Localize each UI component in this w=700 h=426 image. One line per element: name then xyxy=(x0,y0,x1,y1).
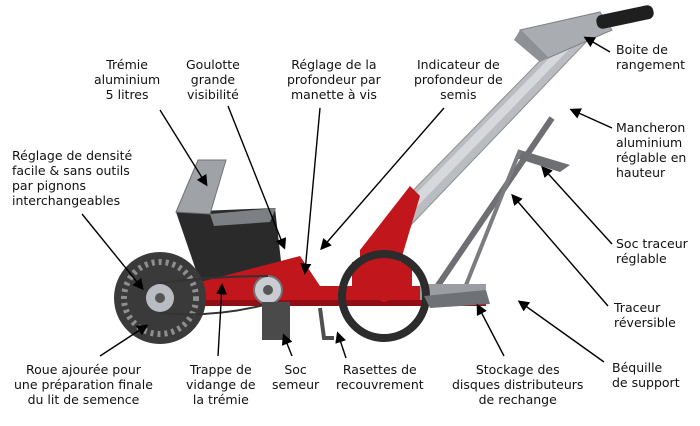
handle-grip xyxy=(596,5,654,29)
label-reglage-densite: Réglage de densité facile & sans outils … xyxy=(12,148,133,208)
covering-tines xyxy=(318,307,334,340)
arrow-goulotte xyxy=(227,105,287,250)
label-roue: Roue ajourée pour une préparation finale… xyxy=(14,362,153,407)
label-rasettes: Rasettes de recouvrement xyxy=(336,362,424,392)
arrow-reglage-densite xyxy=(81,213,144,291)
label-mancheron: Mancheron aluminium réglable en hauteur xyxy=(616,120,687,180)
arrow-traceur xyxy=(511,193,609,307)
arrow-boite xyxy=(583,36,611,53)
label-boite: Boite de rangement xyxy=(616,42,686,72)
arrow-roue xyxy=(99,324,149,357)
arrow-soc-traceur xyxy=(541,165,613,245)
arrow-stockage xyxy=(476,303,505,357)
arrow-soc-semeur xyxy=(281,333,293,357)
drive-chain xyxy=(159,275,269,316)
arrow-reglage-profondeur xyxy=(300,107,321,275)
seeding-coulter xyxy=(262,302,290,340)
arrow-indicateur xyxy=(320,107,445,251)
arrow-rasettes xyxy=(335,331,347,359)
label-bequille: Béquille de support xyxy=(612,360,680,390)
arrow-bequille xyxy=(517,300,605,363)
label-traceur: Traceur réversible xyxy=(614,300,676,330)
label-soc-traceur: Soc traceur réglable xyxy=(616,236,688,266)
label-soc-semeur: Soc semeur xyxy=(272,362,320,392)
distribution-gear xyxy=(253,275,283,305)
label-stockage: Stockage des disques distributeurs de re… xyxy=(452,362,584,407)
arrow-tremie xyxy=(159,109,208,187)
label-reglage-profondeur: Réglage de la profondeur par manette à v… xyxy=(287,57,381,102)
storage-box xyxy=(514,5,654,62)
label-goulotte: Goulotte grande visibilité xyxy=(186,57,240,102)
label-indicateur: Indicateur de profondeur de semis xyxy=(414,57,503,102)
hopper xyxy=(175,159,282,282)
spare-discs-storage xyxy=(424,290,490,308)
leader-arrows xyxy=(81,36,613,363)
label-tremie: Trémie aluminium 5 litres xyxy=(94,57,161,102)
arrow-mancheron xyxy=(569,108,613,129)
marker-arm xyxy=(425,116,570,302)
label-trappe: Trappe de vidange de la trémie xyxy=(186,362,256,407)
front-wheel xyxy=(114,252,206,344)
arrow-trappe xyxy=(215,283,228,357)
